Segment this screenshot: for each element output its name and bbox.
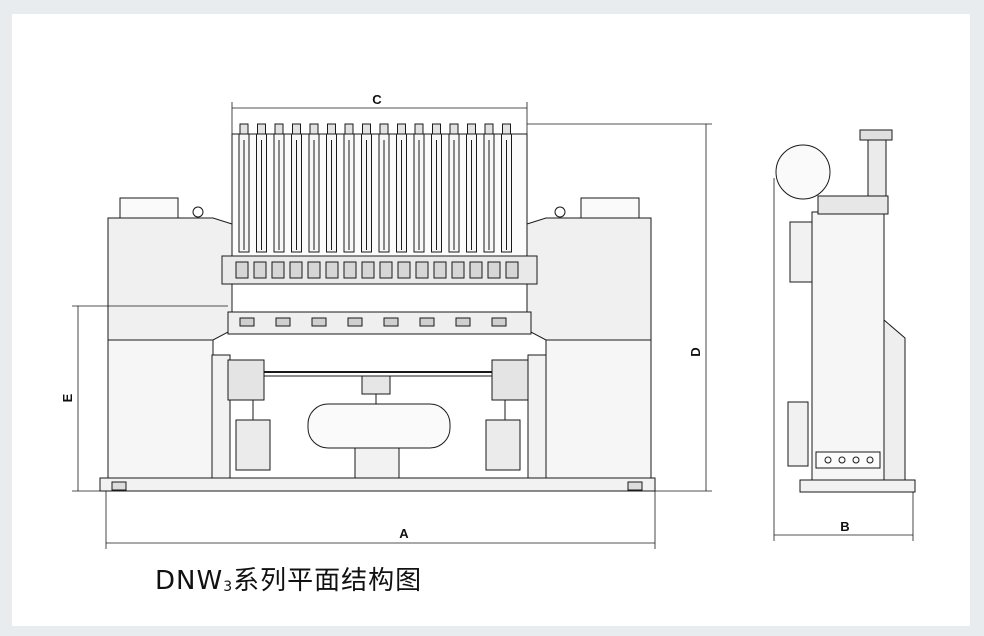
side-filter-upper — [789, 221, 813, 283]
right-leg — [527, 354, 547, 479]
electrode-cap — [362, 123, 371, 135]
side-control-panel — [815, 451, 881, 469]
dim-label-d: D — [688, 347, 703, 356]
base-foot-left — [111, 481, 127, 491]
clamp-block — [433, 261, 447, 279]
caption-model-prefix: DNW — [155, 566, 224, 596]
left-cabinet-top — [107, 217, 233, 341]
lower-pad — [275, 317, 291, 327]
right-motor-box — [580, 197, 640, 219]
side-head-arm — [817, 195, 889, 215]
electrode-cap — [414, 123, 424, 135]
electrode-cap — [239, 123, 249, 135]
electrode-cap — [257, 123, 266, 135]
lower-pad — [419, 317, 435, 327]
electrode-cap — [292, 123, 301, 135]
front-view — [99, 123, 656, 492]
left-motor-box — [119, 197, 179, 219]
right-cylinder — [485, 419, 521, 471]
lower-pad — [311, 317, 327, 327]
left-lift-ring — [192, 206, 204, 218]
left-leg — [211, 354, 231, 479]
clamp-block — [379, 261, 393, 279]
side-base — [799, 479, 916, 493]
air-tank-stand — [354, 447, 400, 479]
side-body — [811, 211, 885, 481]
side-filter-lower — [787, 401, 809, 467]
dim-label-e: E — [60, 393, 75, 402]
diagram-caption: DNW3系列平面结构图 — [155, 560, 422, 597]
base-foot-right — [627, 481, 643, 491]
side-cylinder-cap — [859, 129, 893, 141]
right-lift-ring — [554, 206, 566, 218]
clamp-block — [325, 261, 339, 279]
caption-title-text: 系列平面结构图 — [233, 566, 423, 596]
dim-label-c: C — [372, 92, 382, 107]
side-cylinder — [867, 137, 887, 197]
clamp-block — [289, 261, 303, 279]
right-cylinder-mount — [491, 359, 529, 401]
left-cylinder-mount — [227, 359, 265, 401]
side-panel-knob-1 — [824, 456, 832, 464]
electrode-cap — [344, 123, 354, 135]
dim-label-a: A — [399, 526, 409, 541]
electrode-cap — [502, 123, 511, 135]
electrode-cap — [432, 123, 441, 135]
clamp-block — [271, 261, 285, 279]
lower-pad — [239, 317, 255, 327]
electrode-cap — [484, 123, 494, 135]
clamp-block — [307, 261, 321, 279]
side-panel-knob-3 — [852, 456, 860, 464]
air-tank-valve — [361, 375, 391, 395]
dim-label-b: B — [840, 519, 849, 534]
side-view — [775, 129, 916, 493]
clamp-block — [505, 261, 519, 279]
caption-model-subscript: 3 — [223, 579, 234, 595]
lower-pad-row — [239, 317, 507, 327]
electrode-cap — [379, 123, 389, 135]
electrode-array — [238, 123, 512, 253]
electrode-cap — [467, 123, 476, 135]
dimension-lines — [72, 102, 914, 549]
clamp-block — [469, 261, 483, 279]
right-cabinet-top — [526, 217, 652, 341]
clamp-block — [253, 261, 267, 279]
electrode-cap — [449, 123, 459, 135]
lower-pad — [491, 317, 507, 327]
electrode-cap — [309, 123, 319, 135]
clamp-row — [235, 261, 519, 279]
side-rear-panel — [883, 318, 906, 481]
electrode-cap — [397, 123, 406, 135]
left-cylinder — [235, 419, 271, 471]
clamp-block — [487, 261, 501, 279]
lower-pad — [383, 317, 399, 327]
clamp-block — [451, 261, 465, 279]
side-panel-knob-4 — [866, 456, 874, 464]
lower-electrode-bar — [227, 311, 532, 335]
electrode-cap — [327, 123, 336, 135]
side-pressure-gauge — [775, 144, 831, 200]
lower-pad — [347, 317, 363, 327]
clamp-block — [415, 261, 429, 279]
clamp-block — [361, 261, 375, 279]
clamp-block — [343, 261, 357, 279]
air-tank — [307, 403, 451, 449]
electrode-cap — [274, 123, 284, 135]
clamp-block — [235, 261, 249, 279]
side-panel-knob-2 — [838, 456, 846, 464]
front-base — [99, 477, 656, 492]
lower-pad — [455, 317, 471, 327]
clamp-block — [397, 261, 411, 279]
